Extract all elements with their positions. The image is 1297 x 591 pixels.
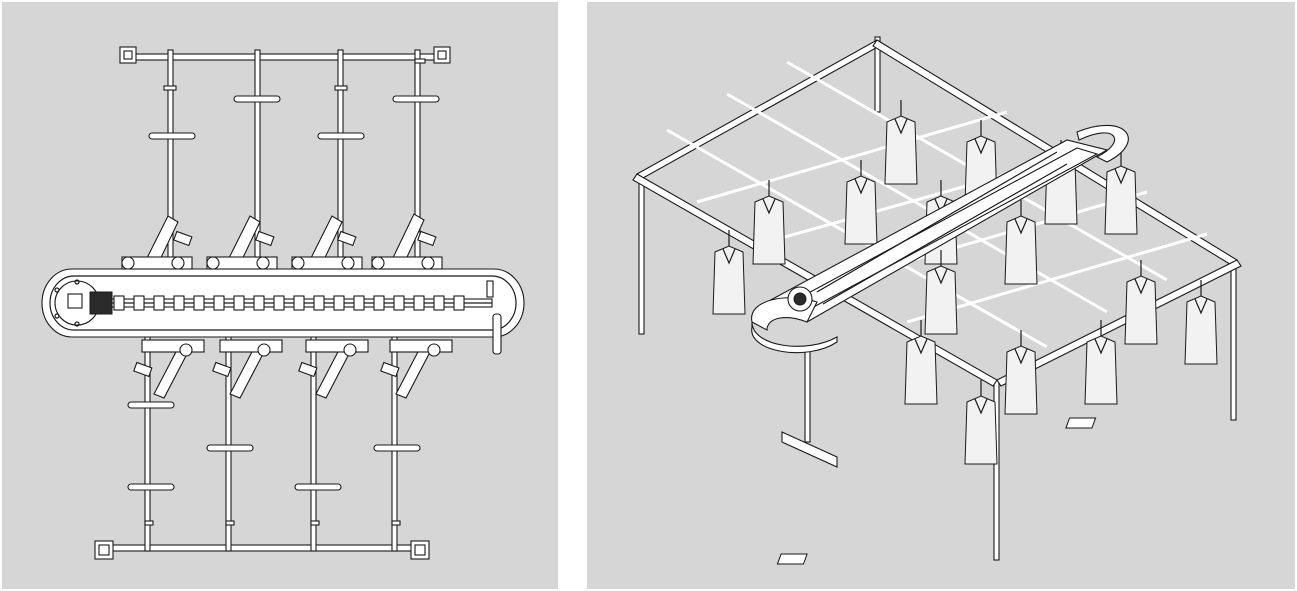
isometric-drawing xyxy=(632,36,1242,565)
upper-arms xyxy=(167,49,421,273)
trolley-wheel xyxy=(291,256,305,270)
isometric-conveyor xyxy=(751,124,1129,354)
jacket-collar xyxy=(974,138,988,155)
lower-hanger-bars xyxy=(127,401,421,526)
jacket xyxy=(924,265,958,335)
jacket-collar xyxy=(1194,298,1208,315)
trolley-wheel xyxy=(256,256,270,270)
trolley-wheel xyxy=(343,343,357,357)
top-plan-view-panel xyxy=(2,2,558,589)
jacket xyxy=(884,115,918,185)
lower-trolley xyxy=(141,339,205,353)
jacket xyxy=(1004,345,1038,415)
conveyor-carriages xyxy=(113,256,465,357)
carriage xyxy=(213,295,225,311)
carriage xyxy=(393,295,405,311)
carriage xyxy=(173,295,185,311)
carriage xyxy=(313,295,325,311)
jacket xyxy=(1104,165,1138,235)
trolley-wheel xyxy=(206,256,220,270)
jacket-collar xyxy=(1014,218,1028,235)
carriage xyxy=(133,295,145,311)
carriage xyxy=(433,295,445,311)
jacket xyxy=(904,335,938,405)
top-frame-rail xyxy=(119,46,451,64)
jacket xyxy=(1124,275,1158,345)
upper-hanger-bars xyxy=(148,58,440,140)
lower-trolley xyxy=(305,339,369,353)
cross-arm-fill xyxy=(696,110,1008,204)
jacket-collar xyxy=(1114,168,1128,185)
carriage xyxy=(333,295,345,311)
lower-arms xyxy=(144,336,398,552)
jacket-collar xyxy=(1134,278,1148,295)
upper-diagonal-linkages xyxy=(143,213,437,269)
jacket-collar xyxy=(914,338,928,355)
carriage xyxy=(233,295,245,311)
jacket xyxy=(1084,335,1118,405)
jacket-collar xyxy=(762,198,776,215)
trolley-wheel xyxy=(427,343,441,357)
top-plan-drawing xyxy=(41,46,525,560)
carriage xyxy=(273,295,285,311)
trolley-wheel xyxy=(371,256,385,270)
trolley-wheel xyxy=(121,256,135,270)
cross-arm-fill xyxy=(906,232,1208,324)
jacket xyxy=(1184,295,1218,365)
jacket xyxy=(964,395,998,465)
lower-trolley xyxy=(389,339,453,353)
jacket-collar xyxy=(1094,338,1108,355)
jacket-collar xyxy=(894,118,908,135)
jacket-collar xyxy=(974,398,988,415)
carriage xyxy=(193,295,205,311)
trolley-wheel xyxy=(421,256,435,270)
jacket xyxy=(1004,215,1038,285)
jacket xyxy=(844,175,878,245)
jacket-collar xyxy=(854,178,868,195)
jacket xyxy=(752,195,786,265)
hanging-garments xyxy=(712,100,1218,465)
carriage xyxy=(453,295,465,311)
jacket-collar xyxy=(934,268,948,285)
carriage xyxy=(293,295,305,311)
lower-diagonal-linkages xyxy=(133,347,431,399)
jacket-collar xyxy=(722,248,736,265)
support-posts xyxy=(638,36,1237,565)
bottom-frame-rail xyxy=(94,540,430,560)
isometric-view-panel xyxy=(587,2,1295,589)
cross-arm-fill xyxy=(726,92,1108,314)
carriage xyxy=(253,295,265,311)
carriage xyxy=(413,295,425,311)
jacket xyxy=(712,245,746,315)
lower-trolley xyxy=(219,339,283,353)
jacket-collar xyxy=(1014,348,1028,365)
trolley-wheel xyxy=(179,343,193,357)
carriage xyxy=(113,295,125,311)
carriage xyxy=(373,295,385,311)
carriage xyxy=(353,295,365,311)
trolley-wheel xyxy=(257,343,271,357)
trolley-wheel xyxy=(341,256,355,270)
carriage xyxy=(153,295,165,311)
trolley-wheel xyxy=(171,256,185,270)
